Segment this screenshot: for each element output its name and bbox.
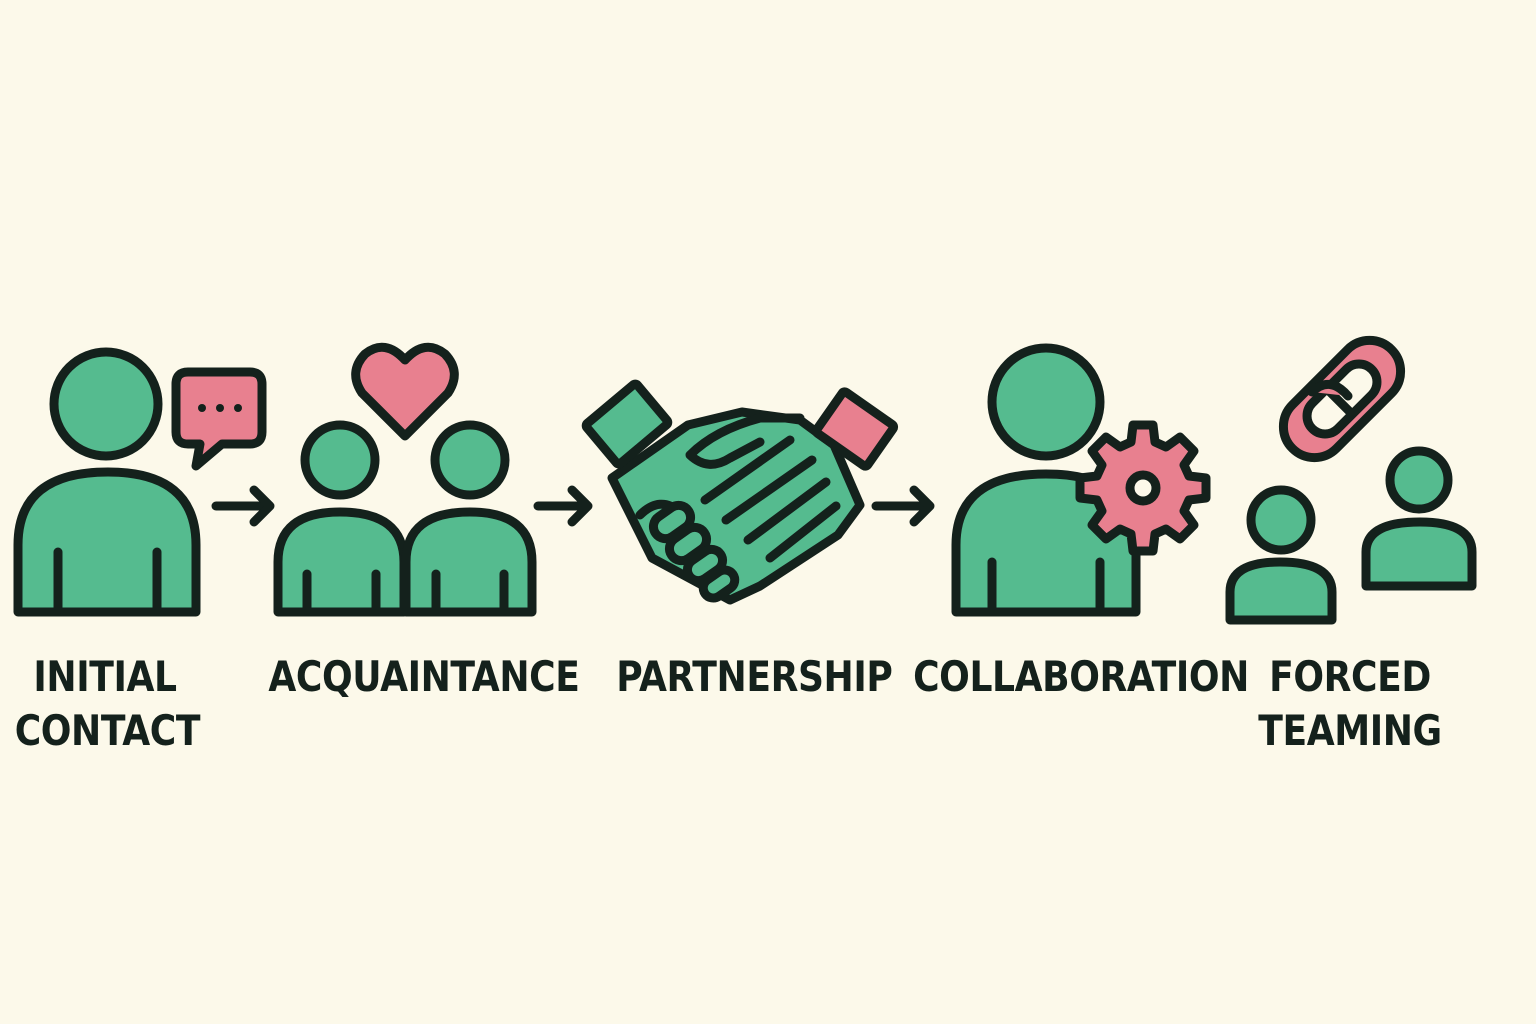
handshake-icon (581, 379, 899, 605)
speech-bubble-icon (171, 367, 267, 471)
two-people-heart-icon (273, 342, 537, 617)
step-label-forced-teaming: FORCED TEAMING (1258, 652, 1442, 755)
two-people-chain-link-icon (1225, 335, 1477, 625)
person-gear-icon (951, 343, 1211, 617)
chain-link-icon (1278, 335, 1406, 463)
arrow-right-icon (533, 485, 593, 527)
step-label-acquaintance: ACQUAINTANCE (268, 652, 580, 701)
gear-icon (1075, 420, 1211, 556)
person-speech-bubble-icon (13, 347, 267, 617)
arrow-right-icon (871, 485, 935, 527)
heart-icon (351, 342, 459, 441)
step-label-initial-contact: INITIAL CONTACT (14, 652, 201, 755)
step-label-collaboration: COLLABORATION (913, 652, 1249, 701)
arrow-right-icon (211, 485, 275, 527)
step-label-partnership: PARTNERSHIP (616, 652, 893, 701)
